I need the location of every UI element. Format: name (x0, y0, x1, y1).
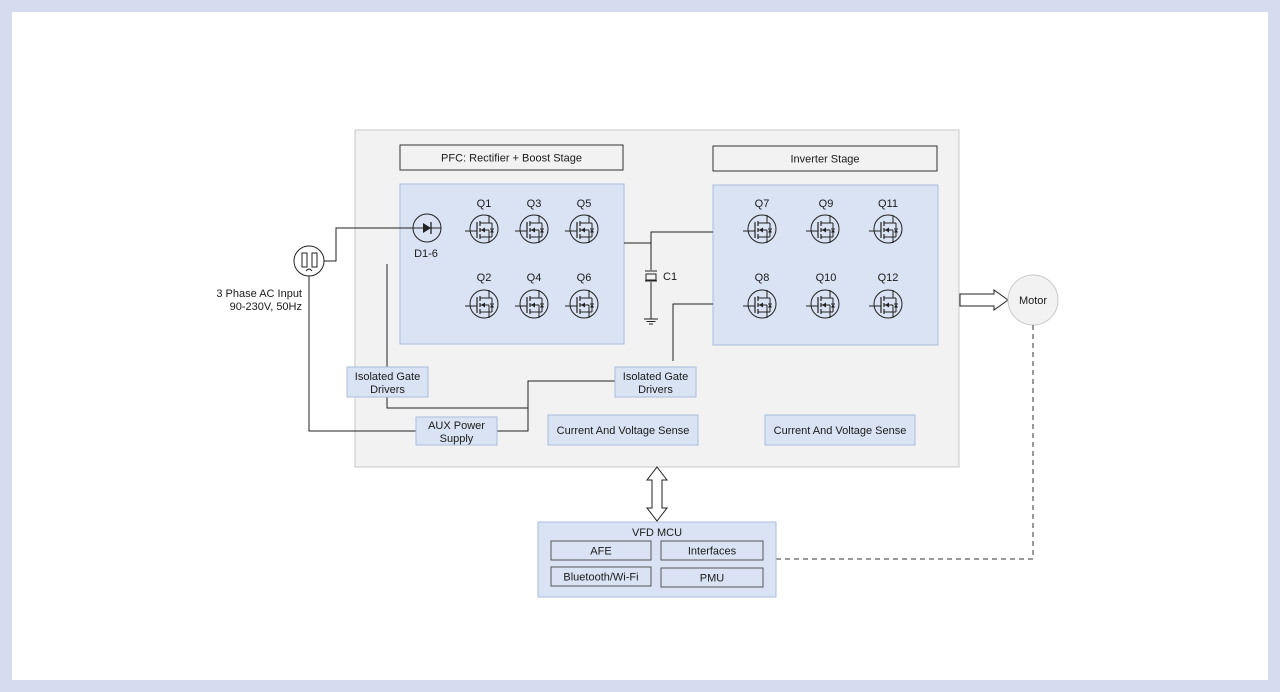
inverter-switch-label: Q9 (819, 198, 834, 210)
ac-plug-icon (293, 245, 325, 277)
bidirectional-arrow-icon (645, 466, 669, 522)
mcu-afe-label: AFE (590, 546, 611, 558)
capacitor-c1-symbol (645, 270, 657, 282)
pfc-stage-title-box (399, 144, 624, 171)
inverter-switch-label: Q8 (755, 272, 770, 284)
pfc-switch-label: Q1 (477, 198, 492, 210)
mcu-pmu-box (660, 567, 764, 588)
gate-driver-right-box (614, 366, 697, 398)
mcu-bluetooth-box (550, 566, 652, 587)
output-arrow-icon (959, 289, 1009, 311)
inverter-switch-label: Q12 (878, 272, 899, 284)
pfc-stage-title: PFC: Rectifier + Boost Stage (441, 153, 582, 165)
inverter-stage-title-box (712, 145, 938, 172)
motor-label: Motor (1019, 295, 1047, 307)
inverter-switch-label: Q10 (816, 272, 837, 284)
ac-input-label-line1: 3 Phase AC Input (216, 288, 302, 300)
gate-driver-right-line1: Isolated Gate (623, 371, 688, 383)
gate-driver-right-line2: Drivers (638, 384, 673, 396)
pfc-switch-label: Q5 (577, 198, 592, 210)
mcu-afe-box (550, 540, 652, 561)
diagram-canvas: PFC: Rectifier + Boost Stage Inverter St… (12, 12, 1268, 680)
capacitor-label: C1 (663, 271, 677, 283)
aux-power-line1: AUX Power (428, 420, 485, 432)
vfd-block-diagram: PFC: Rectifier + Boost Stage Inverter St… (216, 129, 1059, 598)
pfc-switch-label: Q3 (527, 198, 542, 210)
mcu-pmu-label: PMU (700, 573, 725, 585)
pfc-switch-label: Q6 (577, 272, 592, 284)
diode-label: D1-6 (414, 248, 438, 260)
gate-driver-left-line2: Drivers (370, 384, 405, 396)
ac-input-label-line2: 90-230V, 50Hz (230, 301, 302, 313)
sense-left-label: Current And Voltage Sense (557, 425, 690, 437)
mcu-bluetooth-label: Bluetooth/Wi-Fi (563, 572, 638, 584)
pfc-switch-label: Q2 (477, 272, 492, 284)
sense-left-box (547, 414, 699, 446)
motor-feedback-line (775, 325, 1034, 560)
mcu-title: VFD MCU (632, 527, 682, 539)
aux-power-line2: Supply (440, 433, 474, 445)
ground-icon (644, 318, 658, 325)
gate-driver-left-box (346, 366, 429, 398)
dc-bus-wiring (624, 231, 713, 361)
mcu-interfaces-box (660, 540, 764, 561)
aux-power-supply-box (415, 416, 498, 446)
pfc-switch-label: Q4 (527, 272, 542, 284)
gate-driver-left-line1: Isolated Gate (355, 371, 420, 383)
inverter-switch-label: Q11 (878, 198, 898, 210)
sense-right-label: Current And Voltage Sense (774, 425, 907, 437)
inverter-stage-title: Inverter Stage (790, 154, 859, 166)
input-wiring (308, 227, 615, 432)
sense-right-box (764, 414, 916, 446)
inverter-switch-label: Q7 (755, 198, 770, 210)
mcu-interfaces-label: Interfaces (688, 546, 737, 558)
